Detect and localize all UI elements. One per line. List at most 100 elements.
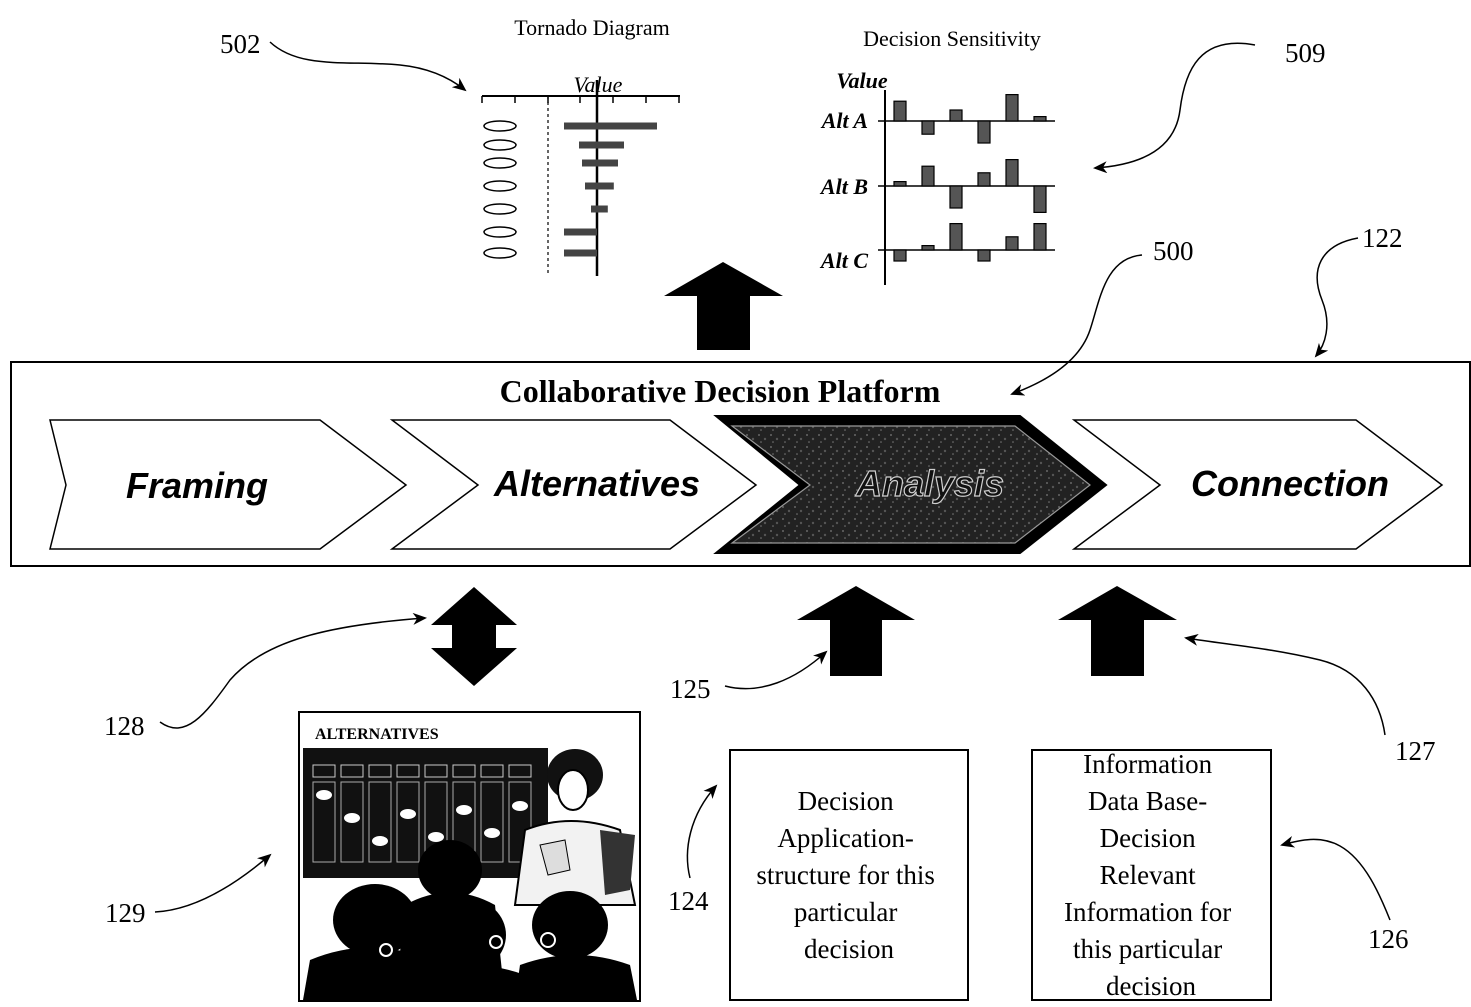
tornado-title: Tornado Diagram: [514, 15, 669, 40]
tornado-bar: [579, 141, 624, 149]
sensitivity-bar: [893, 249, 907, 262]
tornado-bar: [564, 249, 597, 257]
sensitivity-row-label: Alt B: [819, 174, 868, 199]
reference-numerals: 502 509 500 122 128 125 127 129 124 126: [104, 29, 1436, 954]
board-column: [480, 781, 504, 863]
stage-alternatives: Alternatives: [389, 419, 758, 550]
application-box-text: Decision Application- structure for this…: [756, 786, 941, 964]
framing-label: Framing: [126, 465, 268, 506]
tornado-bar: [585, 182, 614, 190]
analysis-chevron-inner: [730, 425, 1091, 544]
leader-128: [159, 612, 427, 729]
sensitivity-bar: [949, 109, 963, 122]
illustration-heading: ALTERNATIVES: [315, 726, 439, 743]
board-column: [340, 781, 364, 863]
board-header-cell: [508, 764, 532, 778]
sensitivity-bar: [949, 223, 963, 251]
leader-500: [1010, 254, 1143, 396]
sensitivity-bar: [1005, 159, 1019, 187]
tornado-bar: [564, 228, 597, 236]
sensitivity-rows: Alt A Alt B Alt C: [819, 93, 1055, 276]
meeting-illustration: ALTERNATIVES: [298, 711, 641, 1002]
board-marker: [316, 790, 332, 800]
sensitivity-axis-label: Value: [836, 68, 888, 93]
tornado-bars: [564, 122, 657, 257]
board-marker: [428, 832, 444, 842]
board-header-cell: [396, 764, 420, 778]
leader-122: [1314, 237, 1359, 358]
ref-128: 128: [104, 711, 145, 741]
sensitivity-bar: [921, 120, 935, 135]
alternatives-label: Alternatives: [493, 463, 700, 504]
information-box-text: Information Data Base- Decision Relevant…: [1064, 749, 1238, 1001]
sensitivity-bar: [1005, 93, 1019, 122]
analysis-label: Analysis: [855, 463, 1004, 504]
alternatives-chevron: [389, 419, 758, 550]
sensitivity-row-label: Alt C: [819, 248, 868, 273]
presenter-figure: [513, 749, 637, 906]
sensitivity-title: Decision Sensitivity: [863, 26, 1041, 51]
tornado-bar: [582, 159, 618, 167]
tornado-variable-oval: [483, 247, 517, 259]
bidirectional-arrow: [431, 587, 517, 686]
board-marker: [456, 805, 472, 815]
leader-124: [686, 784, 718, 879]
board-header-cell: [480, 764, 504, 778]
ref-127: 127: [1395, 736, 1436, 766]
leader-126: [1280, 836, 1391, 921]
sensitivity-bar: [1005, 236, 1019, 251]
stage-analysis: Analysis: [713, 415, 1108, 554]
stage-connection: Connection: [1071, 419, 1444, 550]
tornado-variable-oval: [483, 139, 517, 151]
board-marker: [400, 809, 416, 819]
board-column: [396, 781, 420, 863]
information-arrow-up: [1058, 586, 1177, 676]
leader-502: [269, 41, 467, 92]
ref-502: 502: [220, 29, 261, 59]
connection-label: Connection: [1191, 463, 1389, 504]
tornado-diagram: Tornado Diagram Value: [481, 15, 680, 276]
sensitivity-bar: [893, 181, 907, 187]
sensitivity-bar: [1033, 185, 1047, 213]
collaborative-decision-platform: Collaborative Decision Platform Framing …: [10, 361, 1471, 567]
sensitivity-bar: [1033, 115, 1047, 122]
sensitivity-bar: [949, 185, 963, 209]
ref-125: 125: [670, 674, 711, 704]
sensitivity-bar: [893, 100, 907, 122]
tornado-variable-oval: [483, 226, 517, 238]
sensitivity-bar: [977, 120, 991, 144]
tornado-variable-oval: [483, 157, 517, 169]
stage-framing: Framing: [49, 419, 408, 550]
sensitivity-bar: [1033, 223, 1047, 251]
board-header-cell: [452, 764, 476, 778]
sensitivity-bar: [977, 249, 991, 262]
board-marker: [512, 801, 528, 811]
information-box-frame: [1031, 749, 1272, 1001]
board-header-cell: [340, 764, 364, 778]
leader-125: [724, 650, 828, 690]
leader-127: [1184, 633, 1386, 736]
board-header-cell: [368, 764, 392, 778]
application-box-frame: [729, 749, 969, 1001]
board-marker: [372, 836, 388, 846]
sensitivity-bar: [921, 165, 935, 187]
board-column: [368, 781, 392, 863]
ref-126: 126: [1368, 924, 1409, 954]
output-arrow-up: [664, 262, 783, 350]
connection-chevron: [1071, 419, 1444, 550]
board-header-cell: [424, 764, 448, 778]
framing-chevron: [49, 419, 408, 550]
ref-509: 509: [1285, 38, 1326, 68]
platform-title: Collaborative Decision Platform: [500, 373, 941, 409]
sensitivity-bar: [921, 245, 935, 251]
board-column: [312, 781, 336, 863]
application-arrow-up: [797, 586, 915, 676]
ref-500: 500: [1153, 236, 1194, 266]
ref-122: 122: [1362, 223, 1403, 253]
decision-application-box: Decision Application- structure for this…: [729, 749, 969, 1001]
sensitivity-bar: [977, 172, 991, 187]
sensitivity-row-label: Alt A: [820, 108, 868, 133]
tornado-variable-markers: [483, 120, 517, 259]
leader-509: [1093, 42, 1256, 174]
